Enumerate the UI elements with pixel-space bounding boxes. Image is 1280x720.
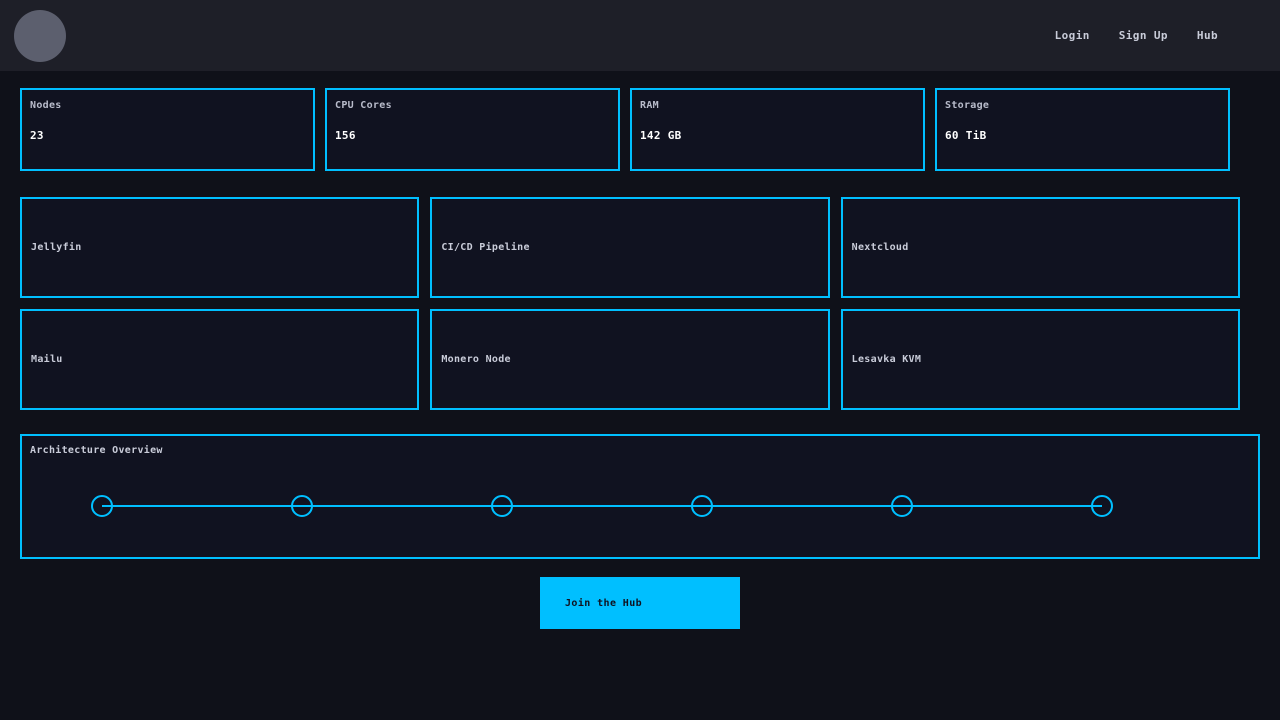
stat-card-nodes: Nodes 23 — [20, 88, 315, 171]
stat-value: 23 — [30, 129, 44, 142]
service-name: CI/CD Pipeline — [441, 242, 530, 253]
service-name: Monero Node — [441, 354, 511, 365]
stat-card-cpu-cores: CPU Cores 156 — [325, 88, 620, 171]
stat-card-storage: Storage 60 TiB — [935, 88, 1230, 171]
nav-link-hub[interactable]: Hub — [1196, 29, 1218, 42]
stat-label: RAM — [640, 100, 659, 111]
stat-label: CPU Cores — [335, 100, 392, 111]
main-nav: Login Sign Up Hub — [1055, 29, 1218, 42]
architecture-node-1-icon[interactable] — [91, 495, 113, 517]
stat-value: 156 — [335, 129, 356, 142]
nav-link-login[interactable]: Login — [1054, 29, 1090, 42]
service-name: Jellyfin — [31, 242, 82, 253]
join-the-hub-button[interactable]: Join the Hub — [540, 577, 740, 629]
architecture-node-4-icon[interactable] — [691, 495, 713, 517]
user-avatar-circle-icon[interactable] — [14, 9, 66, 62]
service-card-lesavka-kvm[interactable]: Lesavka KVM — [840, 309, 1240, 410]
service-card-monero-node[interactable]: Monero Node — [430, 309, 830, 410]
service-card-nextcloud[interactable]: Nextcloud — [840, 197, 1240, 298]
architecture-diagram — [22, 476, 1258, 536]
stat-card-ram: RAM 142 GB — [630, 88, 925, 171]
service-name: Mailu — [31, 354, 63, 365]
stat-label: Storage — [945, 100, 990, 111]
stat-label: Nodes — [30, 100, 62, 111]
service-name: Lesavka KVM — [851, 354, 922, 365]
architecture-overview-panel: Architecture Overview — [20, 434, 1260, 559]
stats-row: Nodes 23 CPU Cores 156 RAM 142 GB Storag… — [0, 71, 1280, 171]
service-card-jellyfin[interactable]: Jellyfin — [20, 197, 420, 298]
architecture-node-chain-icon — [91, 495, 1113, 517]
stat-value: 60 TiB — [945, 129, 987, 142]
architecture-node-3-icon[interactable] — [491, 495, 513, 517]
site-header: Login Sign Up Hub — [0, 0, 1280, 71]
service-name: Nextcloud — [851, 242, 909, 253]
architecture-title: Architecture Overview — [30, 445, 163, 456]
stat-value: 142 GB — [640, 129, 682, 142]
architecture-node-5-icon[interactable] — [891, 495, 913, 517]
cta-wrap: Join the Hub — [0, 559, 1280, 629]
architecture-node-2-icon[interactable] — [291, 495, 313, 517]
architecture-node-6-icon[interactable] — [1091, 495, 1113, 517]
join-the-hub-label: Join the Hub — [565, 597, 643, 609]
service-card-ci-cd-pipeline[interactable]: CI/CD Pipeline — [430, 197, 830, 298]
nav-link-sign-up[interactable]: Sign Up — [1118, 29, 1168, 42]
service-card-mailu[interactable]: Mailu — [20, 309, 420, 410]
services-grid: Jellyfin CI/CD Pipeline Nextcloud Mailu … — [0, 171, 1280, 410]
